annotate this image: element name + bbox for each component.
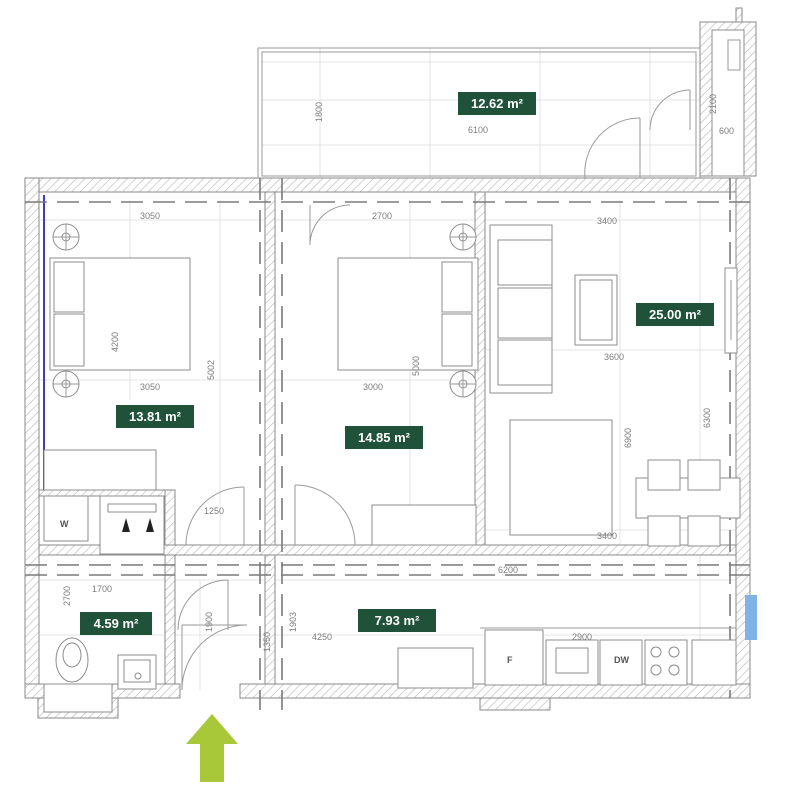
dim-1903: 1903 bbox=[288, 612, 298, 632]
dim-3400b: 3400 bbox=[597, 531, 617, 541]
dim-6200: 6200 bbox=[498, 565, 518, 575]
svg-text:12.62 m²: 12.62 m² bbox=[471, 96, 524, 111]
entrance-arrow-icon bbox=[186, 714, 238, 782]
dim-6100: 6100 bbox=[468, 125, 488, 135]
hall-furniture bbox=[181, 624, 737, 691]
dim-3600: 3600 bbox=[604, 352, 624, 362]
dim-3000: 3000 bbox=[363, 382, 383, 392]
bathroom-furniture bbox=[43, 486, 245, 713]
area-badge-bathroom: 4.59 m² bbox=[80, 612, 152, 635]
dim-1900: 1900 bbox=[204, 612, 214, 632]
dim-6300: 6300 bbox=[702, 408, 712, 428]
dim-5002: 5002 bbox=[206, 360, 216, 380]
dim-3050a: 3050 bbox=[140, 211, 160, 221]
dim-1800: 1800 bbox=[314, 102, 324, 122]
window-blue bbox=[745, 595, 757, 640]
dishwasher-label: DW bbox=[614, 655, 629, 665]
dim-3400a: 3400 bbox=[597, 216, 617, 226]
svg-text:13.81 m²: 13.81 m² bbox=[129, 409, 182, 424]
dim-4250: 4250 bbox=[312, 632, 332, 642]
dim-2100: 2100 bbox=[708, 94, 718, 114]
dim-2700a: 2700 bbox=[372, 211, 392, 221]
dim-1350: 1350 bbox=[262, 632, 272, 652]
dimension-labels: 1800 6100 2100 600 3050 2700 3400 4200 3… bbox=[62, 94, 734, 652]
svg-text:7.93 m²: 7.93 m² bbox=[375, 613, 420, 628]
dim-6900: 6900 bbox=[623, 428, 633, 448]
dim-2900: 2900 bbox=[572, 632, 592, 642]
area-badge-living: 25.00 m² bbox=[636, 303, 714, 326]
svg-text:14.85 m²: 14.85 m² bbox=[358, 430, 411, 445]
balcony bbox=[257, 7, 757, 181]
dim-600: 600 bbox=[719, 126, 734, 136]
dim-3050b: 3050 bbox=[140, 382, 160, 392]
arrow-up-icon bbox=[122, 518, 154, 532]
area-badge-bedroom2: 14.85 m² bbox=[345, 426, 423, 449]
area-badge-bedroom1: 13.81 m² bbox=[116, 405, 194, 428]
living-room-furniture bbox=[489, 224, 741, 547]
svg-text:25.00 m²: 25.00 m² bbox=[649, 307, 702, 322]
svg-text:4.59 m²: 4.59 m² bbox=[94, 616, 139, 631]
area-badge-balcony: 12.62 m² bbox=[458, 92, 536, 115]
dim-1700: 1700 bbox=[92, 584, 112, 594]
dim-5000: 5000 bbox=[411, 356, 421, 376]
washer-label: W bbox=[60, 519, 69, 529]
dim-1250: 1250 bbox=[204, 506, 224, 516]
bedroom-1-furniture bbox=[43, 223, 191, 491]
bedroom-2-furniture bbox=[294, 204, 479, 546]
axis-lines bbox=[25, 178, 750, 710]
area-badge-hall: 7.93 m² bbox=[358, 609, 436, 632]
dim-4200: 4200 bbox=[110, 332, 120, 352]
dim-2700b: 2700 bbox=[62, 586, 72, 606]
fridge-label: F bbox=[507, 655, 513, 665]
